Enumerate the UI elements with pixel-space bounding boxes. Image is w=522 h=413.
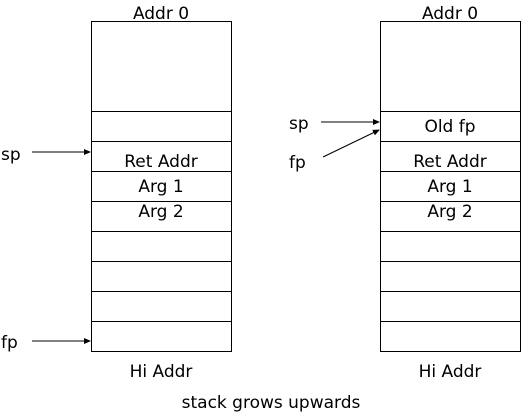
stack-left-cell-arg-1: Arg 1 (138, 177, 183, 197)
stack-right-cell-arg-2: Arg 2 (427, 202, 472, 222)
stack-right-outline (380, 21, 521, 352)
stack-left-sp-label: sp (1, 145, 21, 165)
stack-right-bottom-label: Hi Addr (419, 362, 482, 382)
stack-left: Addr 0 Ret Addr Arg 1 Arg 2 Hi Addr sp f… (1, 4, 232, 382)
stack-left-cell-arg-2: Arg 2 (138, 202, 183, 222)
stack-left-outline (91, 21, 232, 352)
stack-right-sp-label: sp (289, 114, 309, 134)
stack-right-cell-arg-1: Arg 1 (427, 177, 472, 197)
stack-left-top-label: Addr 0 (133, 4, 189, 24)
stack-right-cell-ret-addr: Ret Addr (413, 152, 486, 172)
stack-right: Addr 0 Old fp Ret Addr Arg 1 Arg 2 Hi Ad… (289, 4, 521, 382)
stack-right-cell-old-fp: Old fp (424, 117, 475, 137)
stack-right-fp-arrow (322, 129, 380, 158)
stack-left-cell-ret-addr: Ret Addr (124, 152, 197, 172)
diagram-caption: stack grows upwards (182, 393, 361, 413)
stack-right-fp-label: fp (289, 153, 306, 173)
stack-right-top-label: Addr 0 (422, 4, 478, 24)
stack-left-bottom-label: Hi Addr (130, 362, 193, 382)
stack-left-fp-label: fp (1, 333, 18, 353)
